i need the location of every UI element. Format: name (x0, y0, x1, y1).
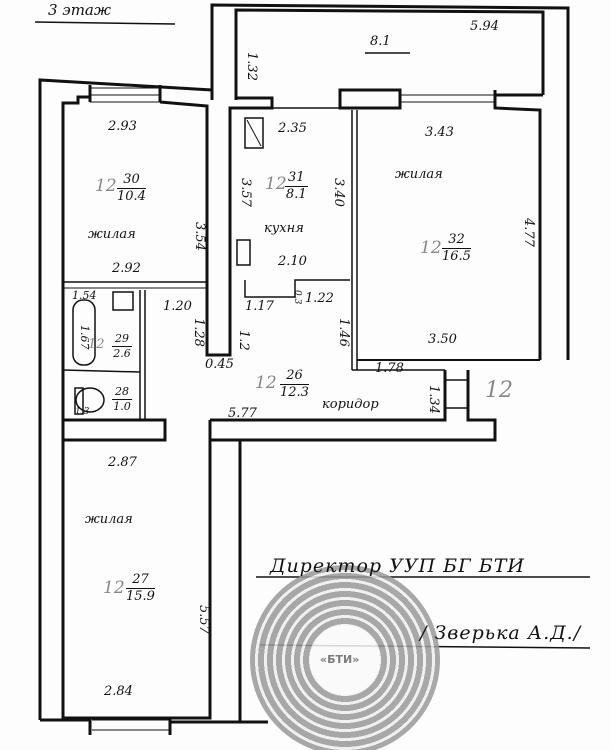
kitchen-bottom-dim: 2.10 (278, 254, 307, 269)
room32-side-dim: 4.77 (521, 218, 536, 247)
corridor-dim-1: 1.20 (163, 299, 192, 314)
corridor-dim-8: 1.78 (375, 361, 404, 376)
kitchen-top-dim: 2.35 (278, 121, 307, 136)
kitchen-right-dim: 3.40 (331, 178, 346, 207)
room27-height: 12 (103, 578, 125, 598)
room30-type: жилая (88, 227, 136, 242)
corridor-dim-10: 0.3 (292, 290, 302, 305)
corridor-dim-7: 1.46 (336, 318, 351, 347)
floor-label: 3 этаж (48, 1, 111, 19)
balcony-width: 5.94 (470, 19, 499, 34)
balcony-depth: 1.32 (244, 52, 259, 81)
room27-bottom-dim: 2.84 (104, 684, 133, 699)
corridor-dim-4: 0.45 (205, 357, 234, 372)
corridor-length-dim: 5.77 (228, 406, 257, 421)
stamp-text: «БТИ» (320, 653, 360, 666)
room27-top-dim: 2.87 (108, 455, 137, 470)
room32-type: жилая (395, 167, 443, 182)
room30-side-dim: 3.54 (192, 222, 207, 251)
room30-height: 12 (95, 176, 117, 196)
corridor-dim-3: 1.22 (305, 291, 334, 306)
balcony-area: 8.1 (370, 34, 391, 49)
bath-width-dim: 1.54 (72, 289, 97, 302)
room32-height: 12 (420, 238, 442, 258)
room27-type: жилая (85, 512, 133, 527)
corridor-dim-9: 1.34 (426, 385, 441, 414)
bath-height: 12 (88, 337, 105, 352)
kitchen-height: 12 (265, 174, 287, 194)
signature-title: Директор УУП БГ БТИ (270, 555, 525, 577)
official-stamp: «БТИ» (250, 565, 440, 750)
corridor-height: 12 (255, 373, 277, 393)
corridor-dim-6: 1.2 (236, 330, 251, 351)
room32-top-dim: 3.43 (425, 125, 454, 140)
room27-side-dim: 5.57 (196, 605, 211, 634)
corridor-dim-5: 1.28 (191, 318, 206, 347)
entrance-height: 12 (485, 378, 513, 403)
room30-top-dim: 2.93 (108, 119, 137, 134)
signature-name: / Зверька А.Д./ (420, 622, 582, 644)
wc-width-dim: 1.3 (75, 407, 90, 417)
kitchen-left-dim: 3.57 (238, 178, 253, 207)
kitchen-type: кухня (264, 221, 304, 236)
room32-bottom-dim: 3.50 (428, 332, 457, 347)
corridor-type: коридор (322, 397, 379, 412)
corridor-dim-2: 1.17 (245, 299, 274, 314)
room30-bottom-dim: 2.92 (112, 261, 141, 276)
